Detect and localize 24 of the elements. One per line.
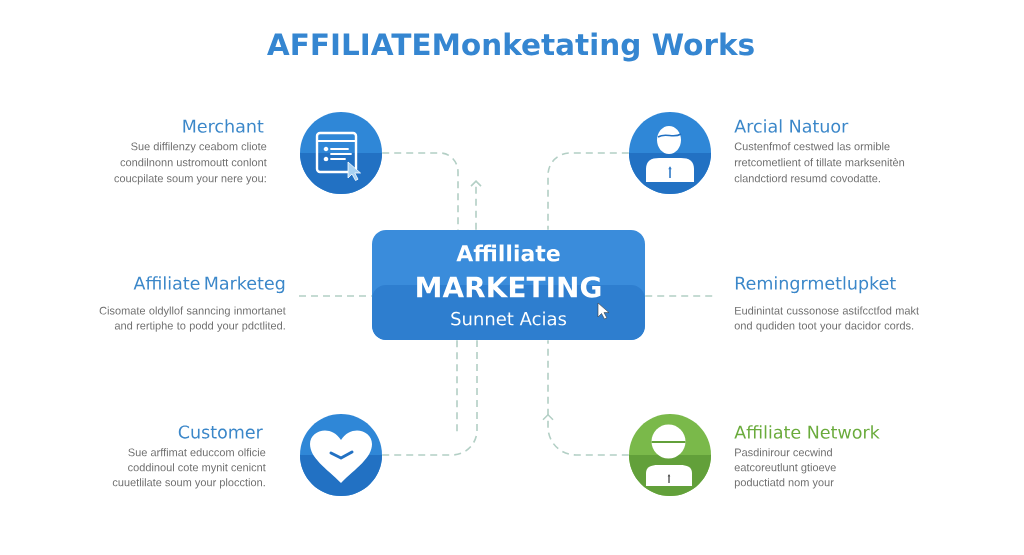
description: Eudinintat cussonose astifcctfod makt ond qudiden toot your dacidor cords. bbox=[734, 306, 919, 332]
title: AFFILIATEMonketating Works bbox=[267, 32, 754, 62]
heading: Affiliate Marketeg bbox=[133, 276, 285, 294]
description: Sue arffimat educcom olficie coddinoul cote mynit cenicnt cuuetlilate soum your plocction. bbox=[112, 448, 266, 489]
box-title: MARKETING bbox=[417, 276, 601, 298]
heading: Merchant bbox=[183, 119, 264, 133]
dashed-line bbox=[381, 152, 459, 231]
heading: Customer bbox=[178, 425, 263, 439]
rounded-box bbox=[372, 230, 645, 340]
box-label: Affilliate bbox=[456, 244, 560, 262]
icon-circle bbox=[300, 112, 382, 194]
description: Pasdinirour cecwind eatcoreutlunt gtioeve poductiatd nom your bbox=[734, 448, 836, 489]
dashed-line bbox=[381, 339, 478, 456]
description: Custenfmof cestwed las ormible rretcometlient of tillate marksenitèn clandctiord resumd covodatte. bbox=[734, 142, 905, 183]
arrow bbox=[470, 180, 482, 231]
dashed-line bbox=[547, 152, 630, 231]
description: Sue diffilenzy ceabom cliote condilnonn ustromoutt conlont coucpilate soum your nere you: bbox=[114, 142, 267, 185]
heading: Arcial Natuor bbox=[734, 119, 849, 133]
box-subtitle: Sunnet Acias bbox=[451, 311, 567, 326]
heading: Affiliate Network bbox=[734, 425, 880, 439]
heading: Remingrmetlupket bbox=[735, 276, 896, 294]
dashed-line bbox=[456, 339, 458, 433]
description: Cisomate oldyllof sanncing inmortanet and rertiphe to podd your pdctlited. bbox=[99, 306, 286, 332]
dashed-line bbox=[298, 295, 373, 297]
